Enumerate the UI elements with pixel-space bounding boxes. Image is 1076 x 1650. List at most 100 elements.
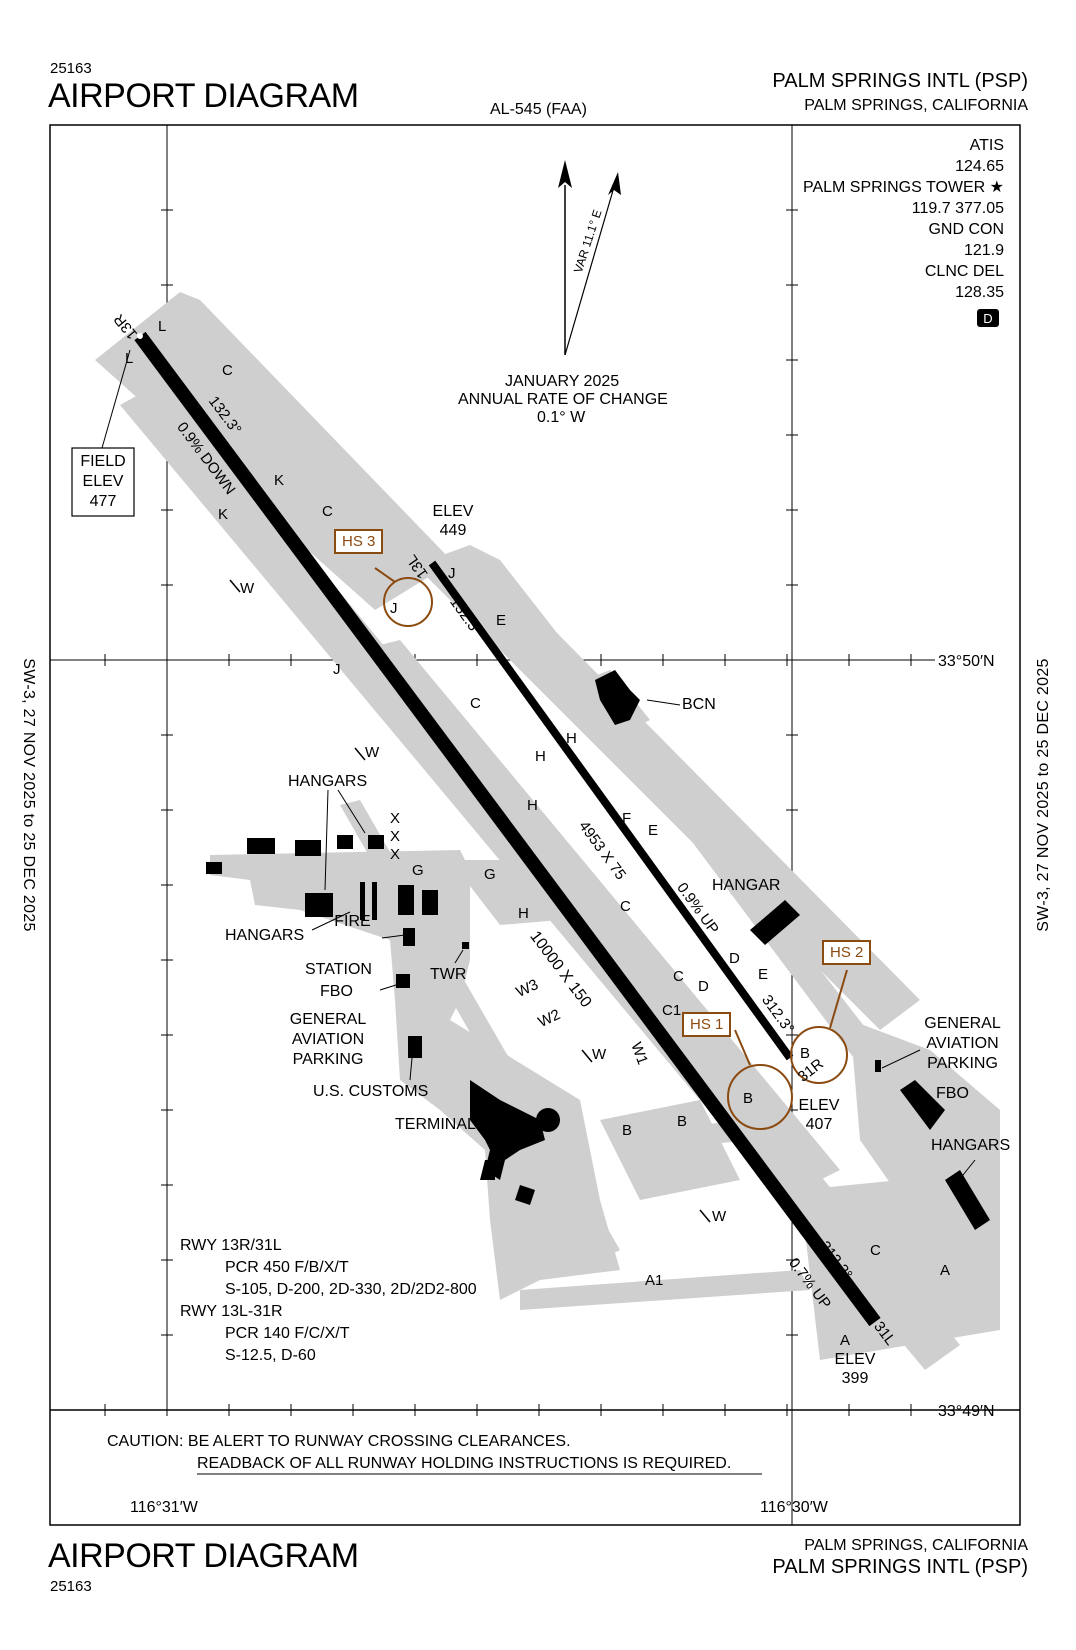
taxiway-c-label: C	[322, 503, 333, 520]
fbo-label: FBO	[320, 983, 353, 1000]
hangars-lower-leader	[311, 911, 351, 931]
hangars-leader	[324, 789, 329, 891]
taxiway-h-label: H	[566, 730, 577, 747]
fire-station-leader	[381, 934, 406, 939]
elev-south-label: ELEV	[834, 1351, 876, 1368]
taxiway-w-label: W	[712, 1208, 727, 1225]
taxiway-a1-label: A1	[645, 1272, 664, 1289]
hangar-building	[337, 835, 353, 849]
hot-spot-1-leader	[734, 1029, 751, 1066]
pcr-rwy1-weights: S-105, D-200, 2D-330, 2D/2D2-800	[225, 1281, 477, 1298]
longitude-right: 116°30′W	[760, 1499, 828, 1516]
hangar-building	[398, 885, 414, 915]
terminal-concourse	[536, 1108, 560, 1132]
beacon-building	[595, 670, 640, 725]
field-elev-l2: ELEV	[82, 473, 124, 490]
taxiway-h-label: H	[518, 905, 529, 922]
taxiway-j-label: J	[390, 600, 398, 617]
hangar-east-row	[945, 1170, 990, 1230]
field-elev-box	[71, 447, 135, 517]
hangars-east-leader	[954, 1159, 976, 1186]
tower-label: TWR	[430, 966, 467, 983]
taxiway-b-label: B	[800, 1045, 811, 1062]
ground-label: GND CON	[928, 221, 1004, 238]
taxiway-e-label: E	[648, 822, 659, 839]
hangars-lower-label: HANGARS	[225, 927, 305, 944]
terminal-label: TERMINAL	[395, 1116, 476, 1133]
hot-spot-2-leader	[829, 969, 848, 1029]
hot-spot-2[interactable]: HS 2	[822, 940, 872, 965]
ground-frequency: 121.9	[963, 242, 1004, 259]
taxiway-l-label: L	[158, 318, 167, 335]
hot-spot-3-circle[interactable]	[383, 577, 433, 627]
fire-station-building	[403, 928, 415, 946]
taxiway-x-label: X	[390, 846, 401, 863]
footer-city: PALM SPRINGS, CALIFORNIA	[804, 1537, 1028, 1554]
airport-name: PALM SPRINGS INTL (PSP)	[772, 70, 1028, 92]
fbo-east-building	[900, 1080, 945, 1130]
pcr-rwy2-weights: S-12.5, D-60	[225, 1347, 316, 1364]
fbo-east-label: FBO	[936, 1085, 969, 1102]
taxiway-a-label: A	[840, 1332, 851, 1349]
taxiway-d-label: D	[698, 978, 709, 995]
field-elev-l3: 477	[89, 493, 117, 510]
runway-13l-31r	[428, 560, 794, 1061]
taxiway-k-label: K	[274, 472, 285, 489]
hold-line	[699, 1209, 711, 1223]
magnetic-north-arrow-icon	[608, 172, 621, 195]
taxiway-e-label: E	[496, 612, 507, 629]
hot-spot-2-circle[interactable]	[790, 1026, 848, 1084]
page-title: AIRPORT DIAGRAM	[48, 77, 359, 115]
taxiway-c1-label: C1	[662, 1002, 682, 1019]
hot-spot-3[interactable]: HS 3	[334, 529, 384, 554]
fire-station-label-2: STATION	[305, 961, 372, 978]
taxiway-k-label: K	[218, 506, 229, 523]
hangar-east-label: HANGAR	[712, 877, 781, 894]
tower-frequency: 119.7 377.05	[911, 200, 1004, 217]
taxiway-x-label: X	[390, 828, 401, 845]
taxi-c-edge	[180, 292, 480, 605]
hangar-east-building	[750, 900, 800, 945]
procedure-id: AL-545 (FAA)	[490, 101, 587, 118]
taxiway-x-label: X	[390, 810, 401, 827]
elev-north-label: ELEV	[432, 503, 474, 520]
taxiway-g-label: G	[484, 866, 496, 883]
taxiway-g-label: G	[412, 862, 424, 879]
hold-line	[354, 747, 366, 761]
taxiway-b-label: B	[743, 1090, 754, 1107]
latitude-upper: 33°50′N	[938, 653, 995, 670]
magnetic-north-line	[564, 186, 615, 356]
beacon-label: BCN	[682, 696, 716, 713]
fbo-building	[396, 974, 410, 988]
taxiway-c-label: C	[470, 695, 481, 712]
ga-parking-label-3: PARKING	[292, 1051, 364, 1068]
hangars-label: HANGARS	[288, 773, 368, 790]
taxi-g-link	[450, 860, 560, 925]
fbo-leader	[379, 984, 397, 991]
ga-east-leader	[881, 1049, 921, 1069]
taxiway-h-label: H	[535, 748, 546, 765]
hold-line	[229, 579, 241, 593]
terminal-building	[470, 1080, 545, 1180]
latitude-lower: 33°49′N	[938, 1403, 995, 1420]
mag-date: JANUARY 2025	[505, 373, 620, 390]
buildings	[206, 670, 990, 1230]
longitude-left: 116°31′W	[130, 1499, 198, 1516]
taxiway-b-label: B	[622, 1122, 633, 1139]
pcr-rwy2-pcr: PCR 140 F/C/X/T	[225, 1325, 350, 1342]
taxiway-c-label: C	[620, 898, 631, 915]
footer-airport: PALM SPRINGS INTL (PSP)	[772, 1556, 1028, 1578]
hot-spot-1-circle[interactable]	[727, 1064, 793, 1130]
taxi-c-mid	[360, 640, 840, 1190]
field-elev-l1: FIELD	[80, 453, 126, 470]
hot-spot-1[interactable]: HS 1	[682, 1012, 732, 1037]
elev-north-value: 449	[439, 522, 467, 539]
ga-parking-label-1: GENERAL	[289, 1011, 367, 1028]
hangars-east-label: HANGARS	[931, 1137, 1011, 1154]
hot-spot-3-leader	[374, 567, 396, 583]
fire-station-label-1: FIRE	[334, 913, 371, 930]
hangar-building	[368, 835, 384, 849]
hangar-building	[372, 882, 377, 920]
caution-line-2: READBACK OF ALL RUNWAY HOLDING INSTRUCTI…	[197, 1455, 732, 1472]
terminal-apron	[210, 850, 620, 1300]
